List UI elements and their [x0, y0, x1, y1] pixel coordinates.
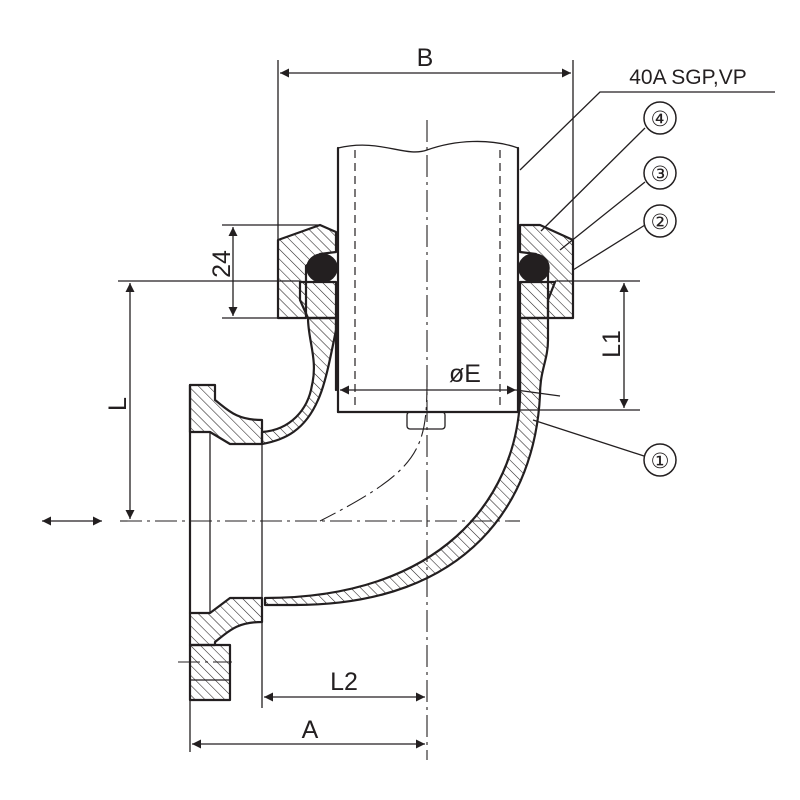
callout-4: ④ [643, 101, 677, 135]
center-lines [120, 120, 520, 760]
callout-2-label: ② [651, 211, 670, 234]
callout-1: ① [643, 443, 677, 477]
leader-lines [519, 91, 775, 457]
callout-3-label: ③ [651, 163, 670, 186]
dim-24-label: 24 [208, 250, 236, 278]
callout-3: ③ [643, 156, 677, 190]
flange [188, 383, 264, 702]
coupling-left [276, 223, 338, 320]
dim-b-label: B [417, 44, 434, 72]
pipe-spec-label: 40A SGP,VP [629, 66, 747, 89]
callout-2: ② [643, 204, 677, 238]
callout-4-label: ④ [651, 108, 670, 131]
dim-l1-label: L1 [598, 330, 626, 358]
inserted-pipe [336, 140, 520, 430]
dim-l-label: L [104, 397, 132, 411]
callout-1-label: ① [651, 450, 670, 473]
coupling-right [518, 223, 575, 320]
dim-e-label: øE [449, 360, 481, 388]
dimension-lines [42, 60, 640, 752]
elbow-body [260, 316, 550, 607]
dim-a-label: A [302, 716, 319, 744]
dim-l2-label: L2 [330, 668, 358, 696]
